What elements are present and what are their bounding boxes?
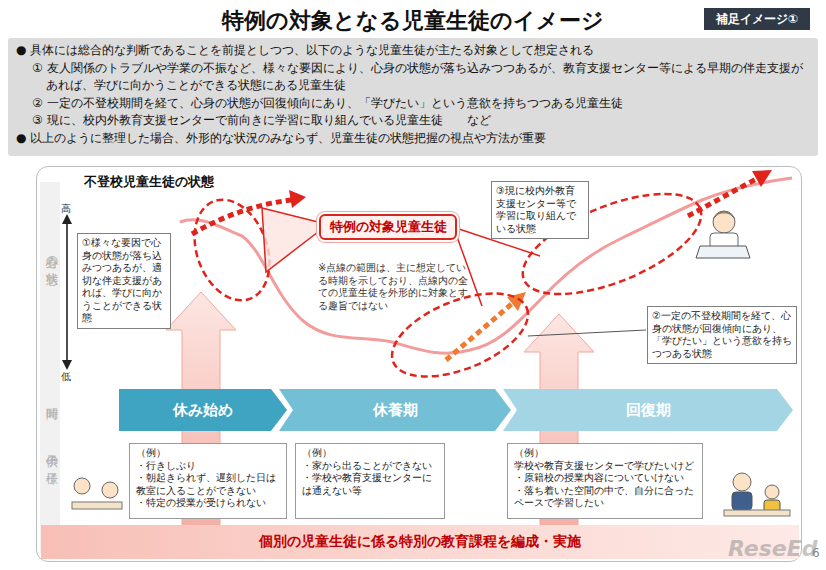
row-title: 子供の様子 [43, 446, 60, 465]
example-text: （例） [514, 447, 696, 460]
phase-chevron: 回復期 [503, 389, 793, 431]
frame-heading: 不登校児童生徒の状態 [81, 173, 217, 191]
page-title: 特例の対象となる児童生徒のイメージ [0, 6, 826, 36]
summary-box: ● 具体には総合的な判断であることを前提としつつ、以下のような児童生徒が主たる対… [8, 38, 818, 156]
dotted-note: ※点線の範囲は、主に想定している時期を示しており、点線内の全ての児童生徒を外形的… [318, 262, 470, 312]
example-text: ・学校や教育支援センターには通えない等 [302, 472, 438, 497]
callout-box: ③現に校内外教育支援センター等で学習に取り組んでいる状態 [491, 181, 589, 239]
axis-low: 低 [61, 370, 71, 384]
callout-text: ①様々な要因で心身の状態が落ち込みつつあるが、適切な伴走支援があれば、学びに向か… [82, 237, 166, 325]
band-text: 個別の児童生徒に係る特別の教育課程を編成・実施 [259, 533, 581, 551]
callout-text: ②一定の不登校期間を経て、心身の状態が回復傾向にあり、「学びたい」という意欲を持… [652, 310, 792, 360]
watermark: ReseEd [728, 536, 818, 561]
chevron-fill [119, 389, 287, 431]
example-box: （例）・家から出ることができない・学校や教育支援センターには通えない等 [295, 443, 445, 519]
example-box: （例）学校や教育支援センターで学びたいけど・原籍校の授業内容についていけない・落… [507, 443, 703, 519]
phase-chevron: 休養期 [279, 389, 511, 431]
phase-chevron: 休み始め [119, 389, 287, 431]
example-text: ・行きしぶり [136, 460, 280, 473]
chevron-fill [503, 389, 793, 431]
tag-text: 補足イメージ① [716, 11, 798, 28]
chevron-fill [279, 389, 511, 431]
state-frame: 不登校児童生徒の状態 ①様々な要因で心身の状態が落ち込みつつあるが、適切な伴走支援… [36, 166, 802, 562]
tag-box: 補足イメージ① [704, 8, 810, 30]
summary-line: ③ 現に、校内外教育支援センターで前向きに学習に取り組んでいる児童生徒 など [16, 112, 808, 130]
summary-line: ● 以上のように整理した場合、外形的な状況のみならず、児童生徒の状態把握の視点や… [16, 130, 808, 148]
example-text: （例） [302, 447, 438, 460]
curriculum-band: 個別の児童生徒に係る特別の教育課程を編成・実施 [41, 525, 799, 559]
target-label: 特例の対象児童生徒 [330, 218, 447, 236]
example-text: ・朝起きられず、遅刻した日は教室に入ることができない [136, 472, 280, 497]
example-box: （例）・行きしぶり・朝起きられず、遅刻した日は教室に入ることができない・特定の授… [129, 443, 287, 519]
example-text: ・特定の授業が受けられない [136, 497, 280, 510]
callout-box: ①様々な要因で心身の状態が落ち込みつつあるが、適切な伴走支援があれば、学びに向か… [77, 233, 171, 329]
callout-text: ③現に校内外教育支援センター等で学習に取り組んでいる状態 [496, 185, 584, 235]
callout-box: ②一定の不登校期間を経て、心身の状態が回復傾向にあり、「学びたい」という意欲を持… [647, 306, 797, 364]
axis-high: 高 [61, 202, 71, 216]
summary-line: ● 具体には総合的な判断であることを前提としつつ、以下のような児童生徒が主たる対… [16, 42, 808, 60]
example-text: （例） [136, 447, 280, 460]
target-label-box: 特例の対象児童生徒 [319, 214, 457, 240]
summary-line: ① 友人関係のトラブルや学業の不振など、様々な要因により、心身の状態が落ち込みつ… [16, 60, 808, 95]
example-text: ・落ち着いた空間の中で、自分に合ったペースで学習したい [514, 485, 696, 510]
axis-title: 心身の状態 [43, 246, 60, 265]
phase-label: 休養期 [373, 401, 418, 420]
example-text: 学校や教育支援センターで学びたいけど [514, 460, 696, 473]
phase-label: 休み始め [173, 401, 233, 420]
phase-label: 回復期 [626, 401, 671, 420]
row-title: 時間 [43, 398, 60, 400]
summary-line: ② 一定の不登校期間を経て、心身の状態が回復傾向にあり、「学びたい」という意欲を… [16, 95, 808, 113]
example-text: ・家から出ることができない [302, 460, 438, 473]
example-text: ・原籍校の授業内容についていけない [514, 472, 696, 485]
